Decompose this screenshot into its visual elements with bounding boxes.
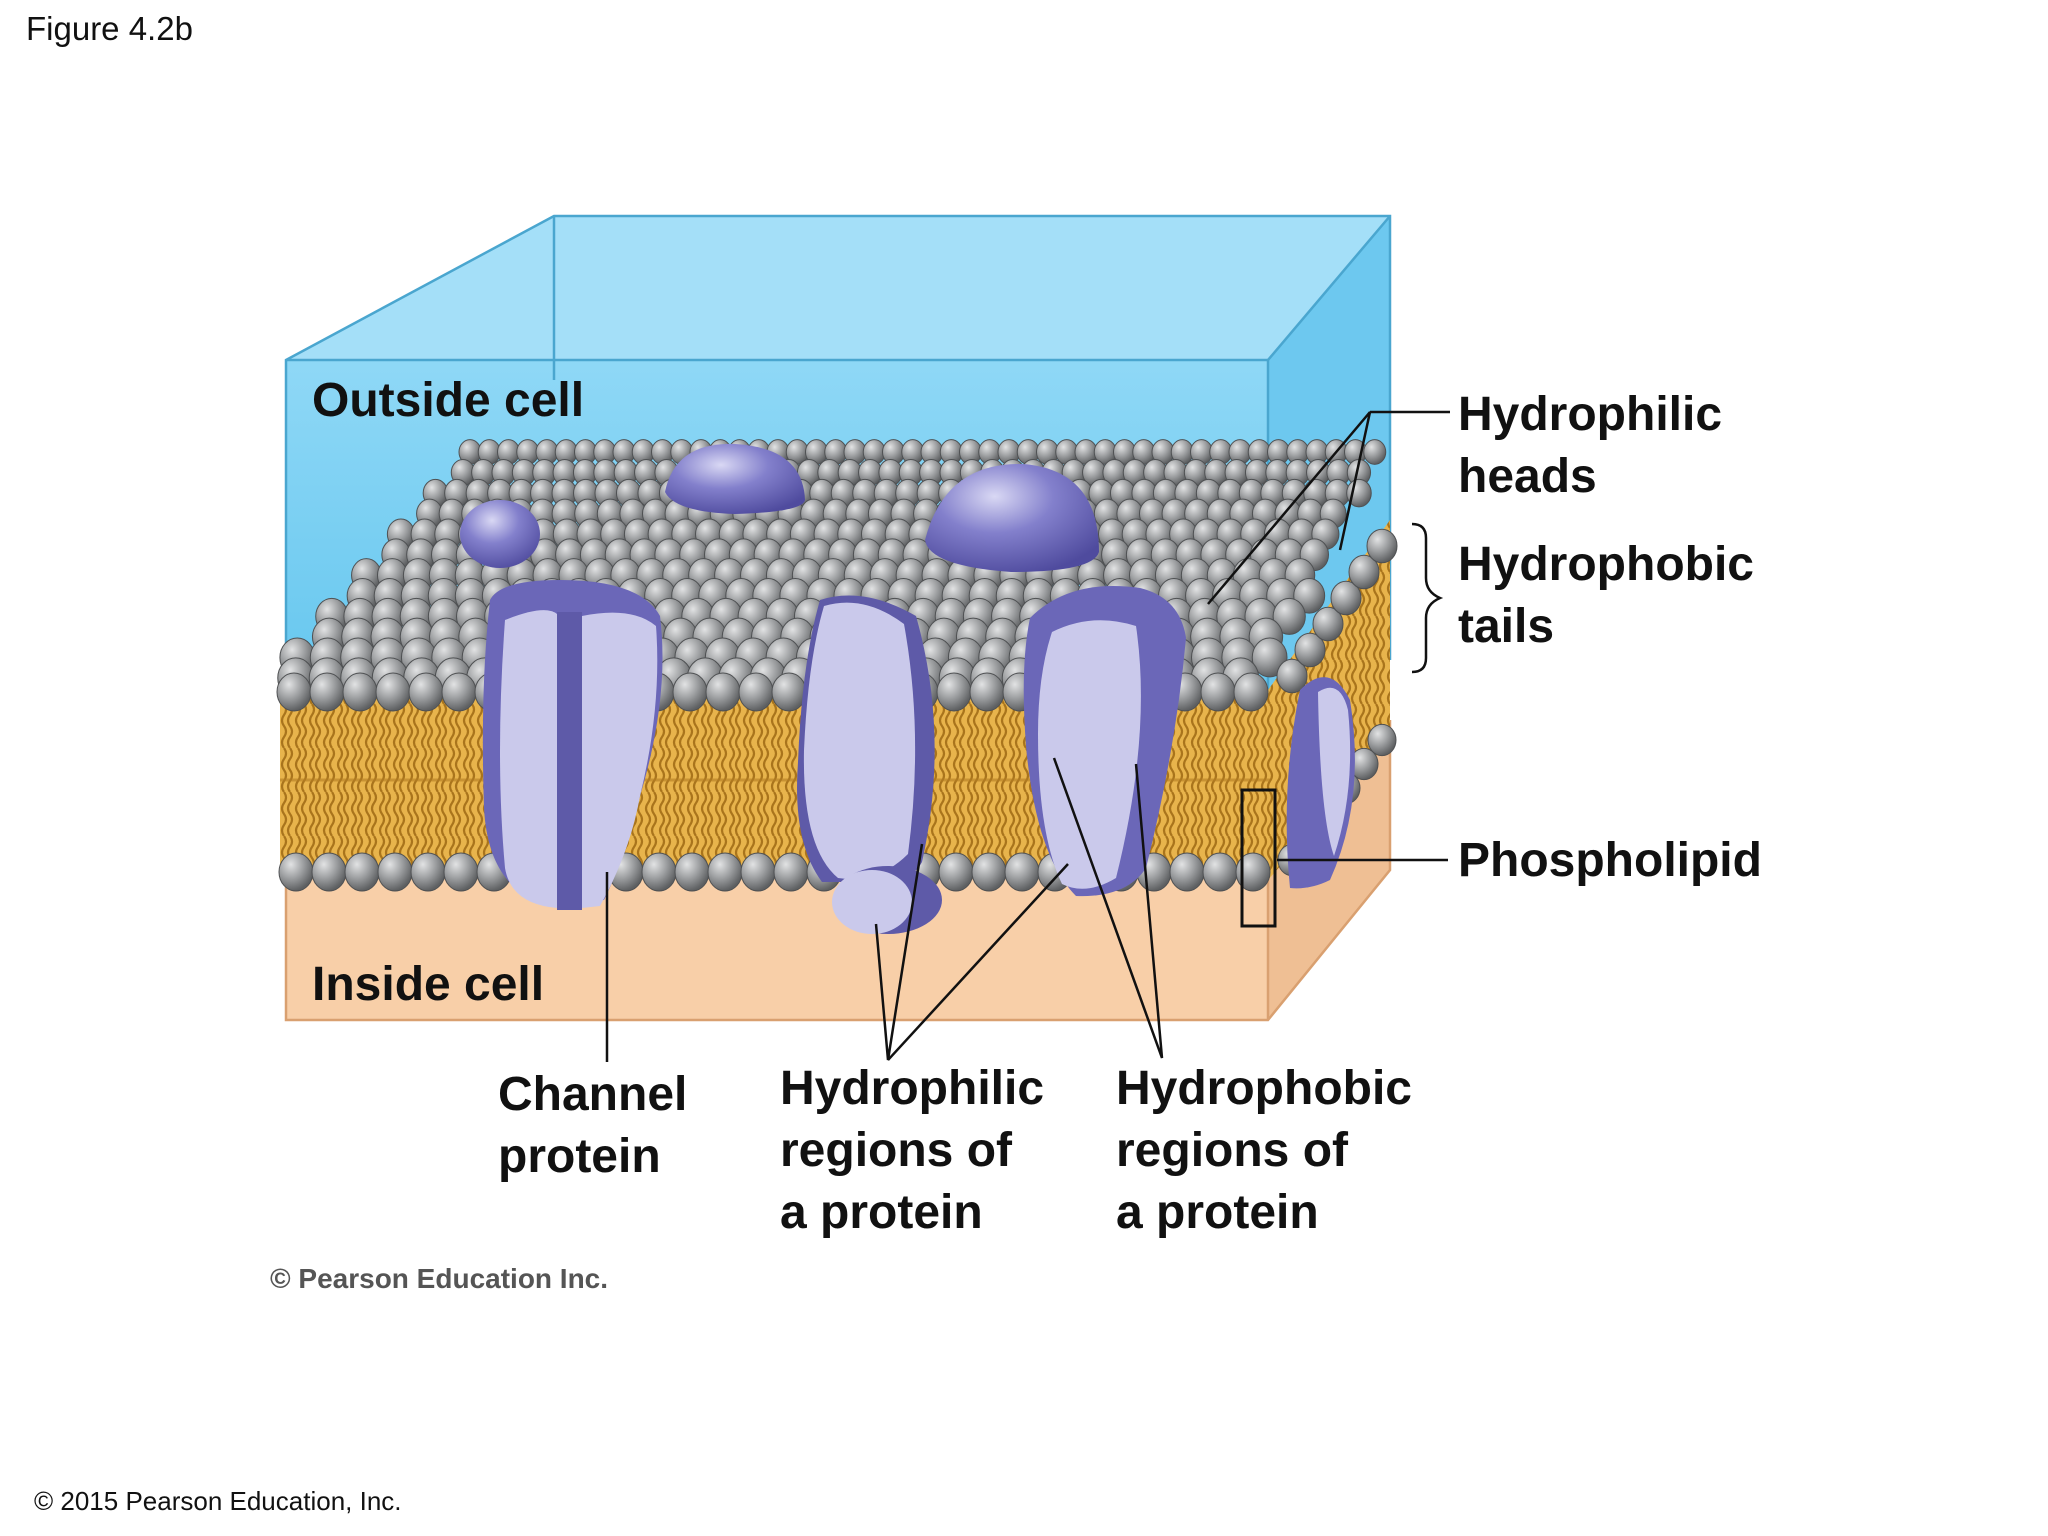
channel-protein bbox=[482, 580, 663, 910]
inside-cell-label: Inside cell bbox=[312, 958, 544, 1011]
phospholipid-head bbox=[740, 852, 776, 892]
phospholipid-head bbox=[1202, 852, 1238, 892]
phospholipid-head bbox=[971, 852, 1007, 892]
phospholipid-head bbox=[342, 672, 378, 712]
phospholipid-head bbox=[443, 852, 479, 892]
hydrophobic-tails-label-line2: tails bbox=[1458, 600, 1554, 653]
surface-protein-medium bbox=[665, 443, 805, 514]
phospholipid-head bbox=[1235, 852, 1271, 892]
copyright-footer: © 2015 Pearson Education, Inc. bbox=[34, 1486, 402, 1516]
phospholipid-head bbox=[344, 852, 380, 892]
phospholipid-box bbox=[1240, 788, 1277, 928]
phospholipid-head bbox=[441, 672, 477, 712]
hydrophilic-heads-label-line1: Hydrophilic bbox=[1458, 388, 1722, 441]
hydrophilic-regions-label-line2: regions of bbox=[780, 1124, 1013, 1177]
channel-protein-label-line1: Channel bbox=[498, 1068, 687, 1121]
phospholipid-head bbox=[705, 672, 741, 712]
phospholipid-head bbox=[1294, 632, 1326, 668]
figure-title: Figure 4.2b bbox=[26, 10, 193, 47]
hydrophobic-regions-label-line2: regions of bbox=[1116, 1124, 1349, 1177]
phospholipid-head bbox=[278, 852, 314, 892]
phospholipid-head bbox=[1312, 606, 1344, 642]
phospholipid-head bbox=[672, 672, 708, 712]
phospholipid-head bbox=[1169, 852, 1205, 892]
phospholipid-head bbox=[641, 852, 677, 892]
phospholipid-head bbox=[276, 672, 312, 712]
hydrophobic-regions-label-line3: a protein bbox=[1116, 1186, 1319, 1239]
phospholipid-head bbox=[309, 672, 345, 712]
phospholipid-head bbox=[1330, 580, 1362, 616]
phospholipid-head bbox=[938, 852, 974, 892]
outside-cell-label: Outside cell bbox=[312, 374, 584, 427]
phospholipid-head bbox=[375, 672, 411, 712]
pearson-credit: © Pearson Education Inc. bbox=[270, 1263, 608, 1294]
phospholipid-head bbox=[674, 852, 710, 892]
hydrophilic-regions-label-line1: Hydrophilic bbox=[780, 1062, 1044, 1115]
phospholipid-head bbox=[1367, 723, 1397, 757]
phospholipid-head bbox=[1272, 597, 1306, 635]
surface-protein-small bbox=[460, 500, 540, 568]
phospholipid-head bbox=[408, 672, 444, 712]
phospholipid-head bbox=[1363, 439, 1387, 465]
surface-protein-large bbox=[925, 463, 1099, 572]
transmembrane-protein-right bbox=[1023, 586, 1186, 897]
hydrophilic-regions-label-line3: a protein bbox=[780, 1186, 983, 1239]
phospholipid-head bbox=[311, 852, 347, 892]
phospholipid-head bbox=[707, 852, 743, 892]
leader-lines bbox=[605, 410, 1450, 1062]
phospholipid-head bbox=[1004, 852, 1040, 892]
phospholipid-head bbox=[773, 852, 809, 892]
edge-protein bbox=[1286, 677, 1355, 889]
phospholipid-head bbox=[1200, 672, 1236, 712]
phospholipid-head bbox=[1366, 528, 1398, 564]
phospholipid-head bbox=[969, 672, 1005, 712]
phospholipid-head bbox=[1251, 637, 1288, 678]
phospholipid-head bbox=[738, 672, 774, 712]
channel-protein-label-line2: protein bbox=[498, 1130, 661, 1183]
hydrophobic-tails-label-line1: Hydrophobic bbox=[1458, 538, 1754, 591]
hydrophobic-regions-label-line1: Hydrophobic bbox=[1116, 1062, 1412, 1115]
phospholipid-head bbox=[1276, 658, 1308, 694]
phospholipid-head bbox=[936, 672, 972, 712]
phospholipid-head bbox=[377, 852, 413, 892]
phospholipid-head bbox=[1233, 672, 1269, 712]
hydrophilic-heads-label-line2: heads bbox=[1458, 450, 1597, 503]
phospholipid-head bbox=[410, 852, 446, 892]
phospholipid-head bbox=[1348, 554, 1380, 590]
phospholipid-label: Phospholipid bbox=[1458, 834, 1762, 887]
phospholipid-head bbox=[771, 672, 807, 712]
